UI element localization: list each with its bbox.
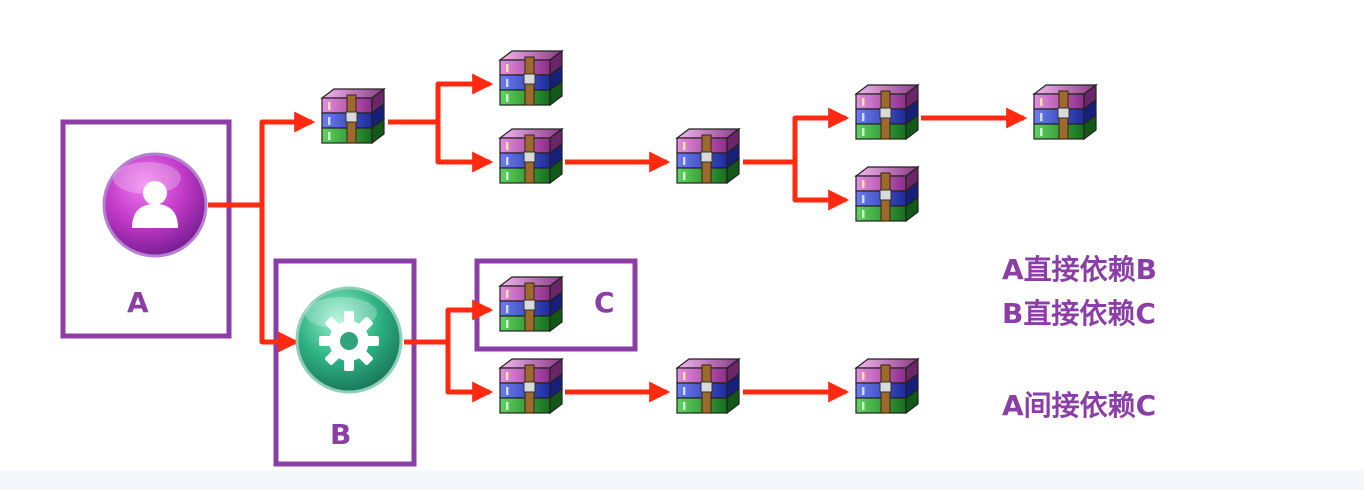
user-icon (132, 181, 178, 228)
archive-books-icon (855, 84, 919, 140)
archive-books-icon (855, 166, 919, 222)
arrow-to-archive-r3 (792, 107, 850, 162)
archive-books-icon (321, 88, 385, 144)
arrow-b-to-c (445, 299, 494, 342)
archive-books-icon (676, 128, 740, 184)
archive-books-icon (499, 50, 563, 106)
archive-books-icon (1033, 84, 1097, 140)
archive-books-icon (855, 358, 919, 414)
arrow-a-to-top-archive (259, 111, 316, 205)
node-a-frame (60, 119, 232, 339)
archive-books-icon (499, 276, 563, 332)
arrow-b-to-archive (445, 342, 494, 403)
arrow-a-to-b (259, 205, 300, 353)
gear-node (295, 286, 403, 394)
archive-books-icon (499, 128, 563, 184)
arrow-to-archive-r2 (435, 122, 494, 173)
legend-line-3: A间接依赖C (1002, 389, 1157, 422)
legend-line-2: B直接依赖C (1002, 297, 1156, 330)
node-c-label: C (594, 286, 615, 319)
arrow-to-archive-r4 (792, 162, 850, 211)
arrow-to-archive-r1 (435, 73, 494, 122)
bottom-band (0, 470, 1364, 490)
user-node (102, 152, 208, 258)
legend-line-1: A直接依赖B (1002, 253, 1158, 286)
gear-icon (319, 311, 379, 371)
node-b-label: B (330, 418, 352, 451)
node-a-label: A (127, 286, 149, 319)
archive-books-icon (499, 358, 563, 414)
archive-books-icon (676, 358, 740, 414)
node-b-frame (273, 258, 417, 467)
